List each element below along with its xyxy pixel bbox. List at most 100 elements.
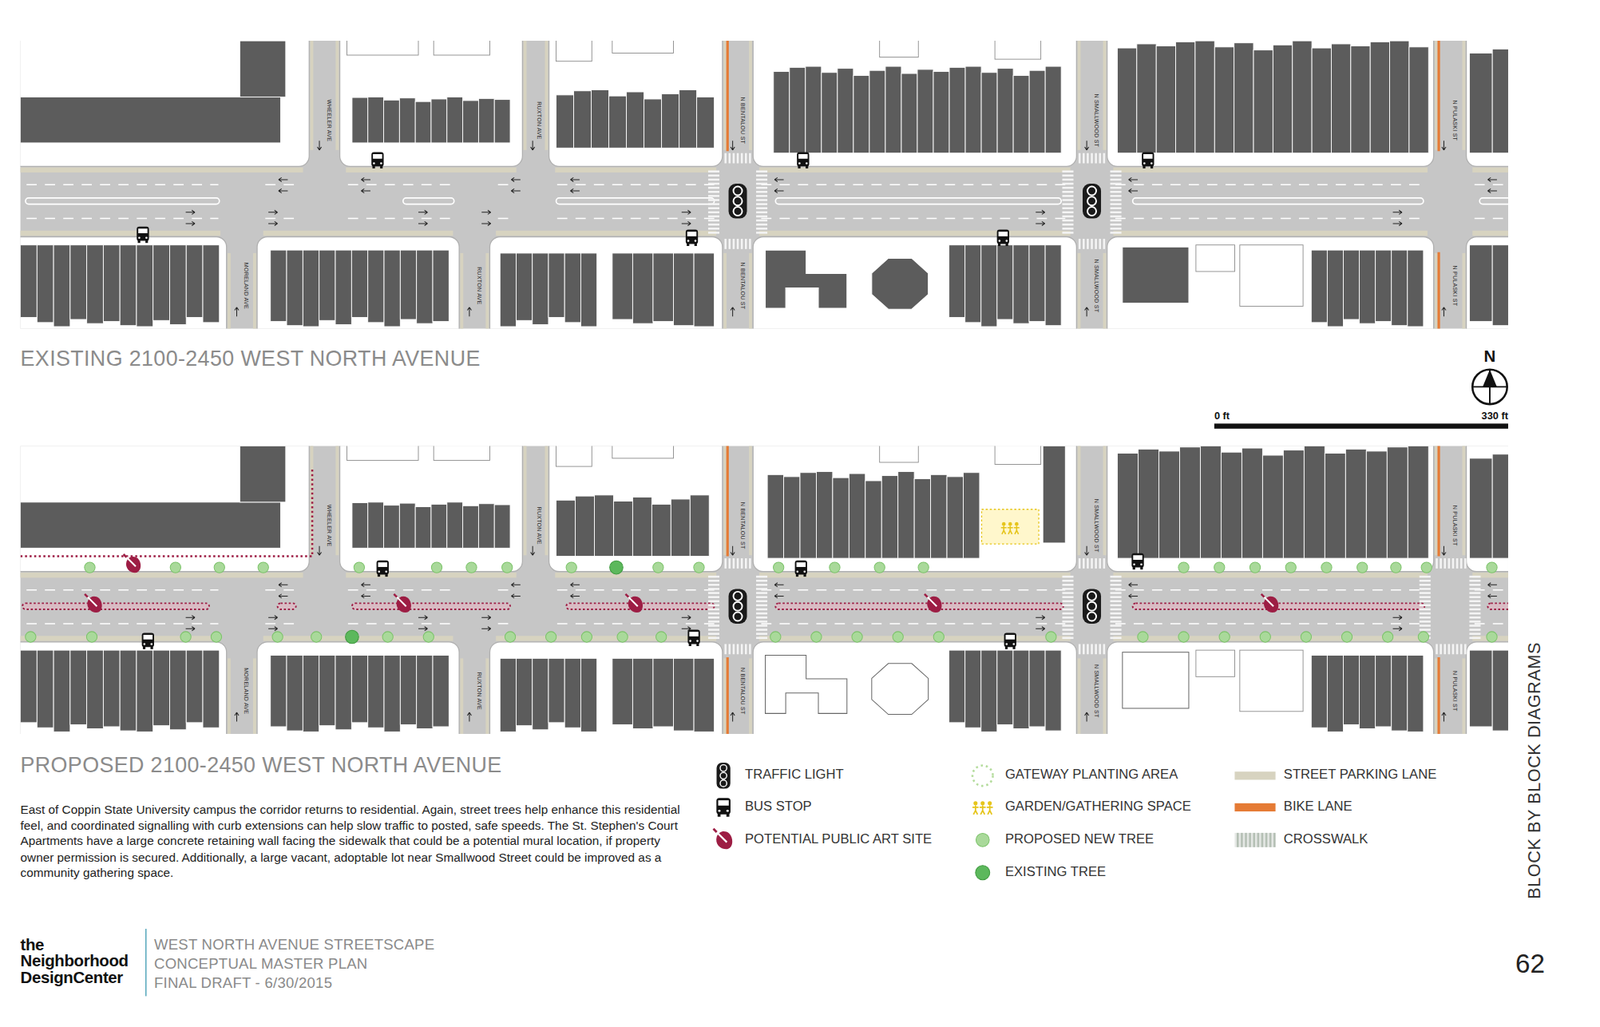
parking-lane xyxy=(485,253,489,329)
bus-stop-icon xyxy=(142,632,155,647)
street-name: N PULASKI ST xyxy=(1451,669,1458,713)
building xyxy=(1469,649,1493,727)
crosswalk xyxy=(1110,575,1122,579)
building xyxy=(1029,649,1046,727)
street-tree xyxy=(353,562,365,573)
crosswalk xyxy=(756,604,768,607)
parking-lane xyxy=(1461,253,1466,329)
street-tree xyxy=(1357,562,1368,573)
building xyxy=(548,253,565,318)
traffic-arrow xyxy=(530,546,535,556)
crosswalk xyxy=(756,637,768,640)
parking-lane xyxy=(748,40,753,151)
building xyxy=(580,253,597,327)
crosswalk xyxy=(1419,628,1431,631)
building xyxy=(997,245,1014,320)
bus-stop-icon xyxy=(378,562,389,567)
crosswalk-icon xyxy=(1269,832,1272,848)
building xyxy=(1195,40,1215,154)
building xyxy=(612,253,634,320)
bus-stop-icon xyxy=(1005,239,1009,242)
crosswalk xyxy=(708,215,720,218)
public-art-icon xyxy=(393,594,397,598)
city-block xyxy=(1466,237,1509,329)
lane-marking xyxy=(20,184,219,187)
bike-lane xyxy=(727,446,1439,734)
proposed-plan xyxy=(20,446,1509,734)
building xyxy=(1326,249,1343,327)
bus-stop-icon xyxy=(376,560,389,577)
crosswalk xyxy=(1110,174,1122,178)
bus-stop-icon xyxy=(1142,166,1145,169)
parking-lane xyxy=(20,572,304,578)
caption-text: East of Coppin State University campus t… xyxy=(20,802,697,883)
street-tree xyxy=(504,631,515,642)
traffic-arrow xyxy=(360,594,371,599)
traffic-arrow xyxy=(774,582,785,587)
lane-marking xyxy=(760,217,1069,220)
bike-lane xyxy=(1437,446,1440,557)
crosswalk xyxy=(1469,608,1481,611)
crosswalk xyxy=(1110,595,1122,599)
lane-marking xyxy=(265,217,301,220)
bus-stop-icon xyxy=(718,800,729,806)
traffic-arrow xyxy=(681,615,692,620)
building xyxy=(202,649,220,728)
legend-icons xyxy=(972,765,994,787)
traffic-arrow xyxy=(467,712,472,722)
bus-stop-icon xyxy=(805,162,808,165)
bus-stop-icon xyxy=(372,166,375,169)
bus-stop-icon xyxy=(805,166,808,169)
lane-marking xyxy=(1115,589,1426,591)
building xyxy=(1292,40,1312,154)
building xyxy=(432,249,449,321)
traffic-light-icon xyxy=(728,588,748,623)
traffic-arrow xyxy=(730,307,735,317)
crosswalk xyxy=(1110,211,1122,214)
crosswalk xyxy=(1110,198,1122,202)
building xyxy=(933,71,950,153)
parking-lane xyxy=(20,230,221,236)
bus-stop-icon xyxy=(998,231,1009,237)
bus-stop-icon xyxy=(716,797,731,817)
building xyxy=(1492,454,1509,559)
gathering-icon xyxy=(1008,522,1013,527)
building xyxy=(632,253,654,324)
lane-marking xyxy=(348,184,452,187)
parking-lane xyxy=(544,40,548,151)
traffic-light-icon xyxy=(728,183,748,218)
lane-marking xyxy=(1474,184,1509,187)
building xyxy=(679,89,698,148)
building xyxy=(1234,43,1254,154)
building xyxy=(384,249,400,327)
crosswalk xyxy=(1061,211,1074,214)
street-tree xyxy=(311,631,322,642)
building xyxy=(765,249,848,309)
crosswalk xyxy=(732,643,736,654)
bus-stop-icon xyxy=(138,237,141,240)
building xyxy=(202,245,220,323)
building xyxy=(494,99,511,143)
crosswalk xyxy=(744,558,748,569)
crosswalk xyxy=(1469,612,1481,615)
street-tree xyxy=(1321,562,1332,573)
building xyxy=(1469,52,1493,153)
crosswalk xyxy=(1103,558,1106,569)
crosswalk xyxy=(1061,612,1074,615)
building xyxy=(1407,655,1424,733)
crosswalk xyxy=(756,178,768,182)
building xyxy=(673,253,695,326)
street-tree xyxy=(1417,631,1429,642)
building xyxy=(914,478,931,559)
crosswalk xyxy=(748,643,752,654)
building xyxy=(1409,47,1429,154)
traffic-arrow xyxy=(1035,615,1046,620)
crosswalk xyxy=(708,202,720,206)
crosswalk-icon xyxy=(1257,832,1260,848)
bus-stop-icon xyxy=(1004,632,1017,649)
building xyxy=(949,245,966,318)
crosswalk xyxy=(1110,599,1122,602)
city-block xyxy=(1107,446,1434,572)
city-block xyxy=(340,40,523,167)
street-tree xyxy=(1300,631,1311,642)
